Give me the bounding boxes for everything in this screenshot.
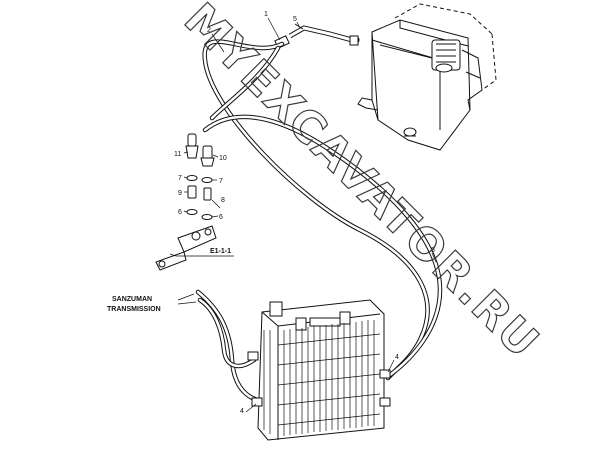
callout-2: 2 <box>207 27 211 34</box>
callout-1: 1 <box>264 11 268 18</box>
reference-label: E1-1-1 <box>210 248 231 255</box>
callout-7b: 7 <box>219 178 223 185</box>
hydraulic-hoses <box>195 39 443 403</box>
oil-cooler-radiator <box>247 299 391 441</box>
callout-3: 3 <box>431 247 435 254</box>
leader-lines <box>169 17 437 413</box>
note-line-1: SANZUMAN <box>112 296 152 303</box>
callout-11: 11 <box>174 151 181 158</box>
fitting-stack <box>155 133 217 271</box>
radiator-fins <box>263 320 381 436</box>
callout-10: 10 <box>219 155 227 162</box>
callout-6a: 6 <box>178 209 182 216</box>
note-line-2: TRANSMISSION <box>107 306 161 313</box>
callout-4a: 4 <box>395 354 399 361</box>
callout-8: 8 <box>221 197 225 204</box>
callout-5: 5 <box>293 16 297 23</box>
callout-4b: 4 <box>240 408 244 415</box>
callout-7a: 7 <box>178 175 182 182</box>
callout-6b: 6 <box>219 214 223 221</box>
callout-9: 9 <box>178 190 182 197</box>
hydraulic-tank <box>350 3 497 151</box>
transmission-note: SANZUMAN TRANSMISSION <box>107 296 161 313</box>
callout-numbers: 1 2 5 11 10 7 7 9 8 6 6 3 4 4 <box>174 11 435 415</box>
upper-elbow-pipe <box>274 23 359 49</box>
